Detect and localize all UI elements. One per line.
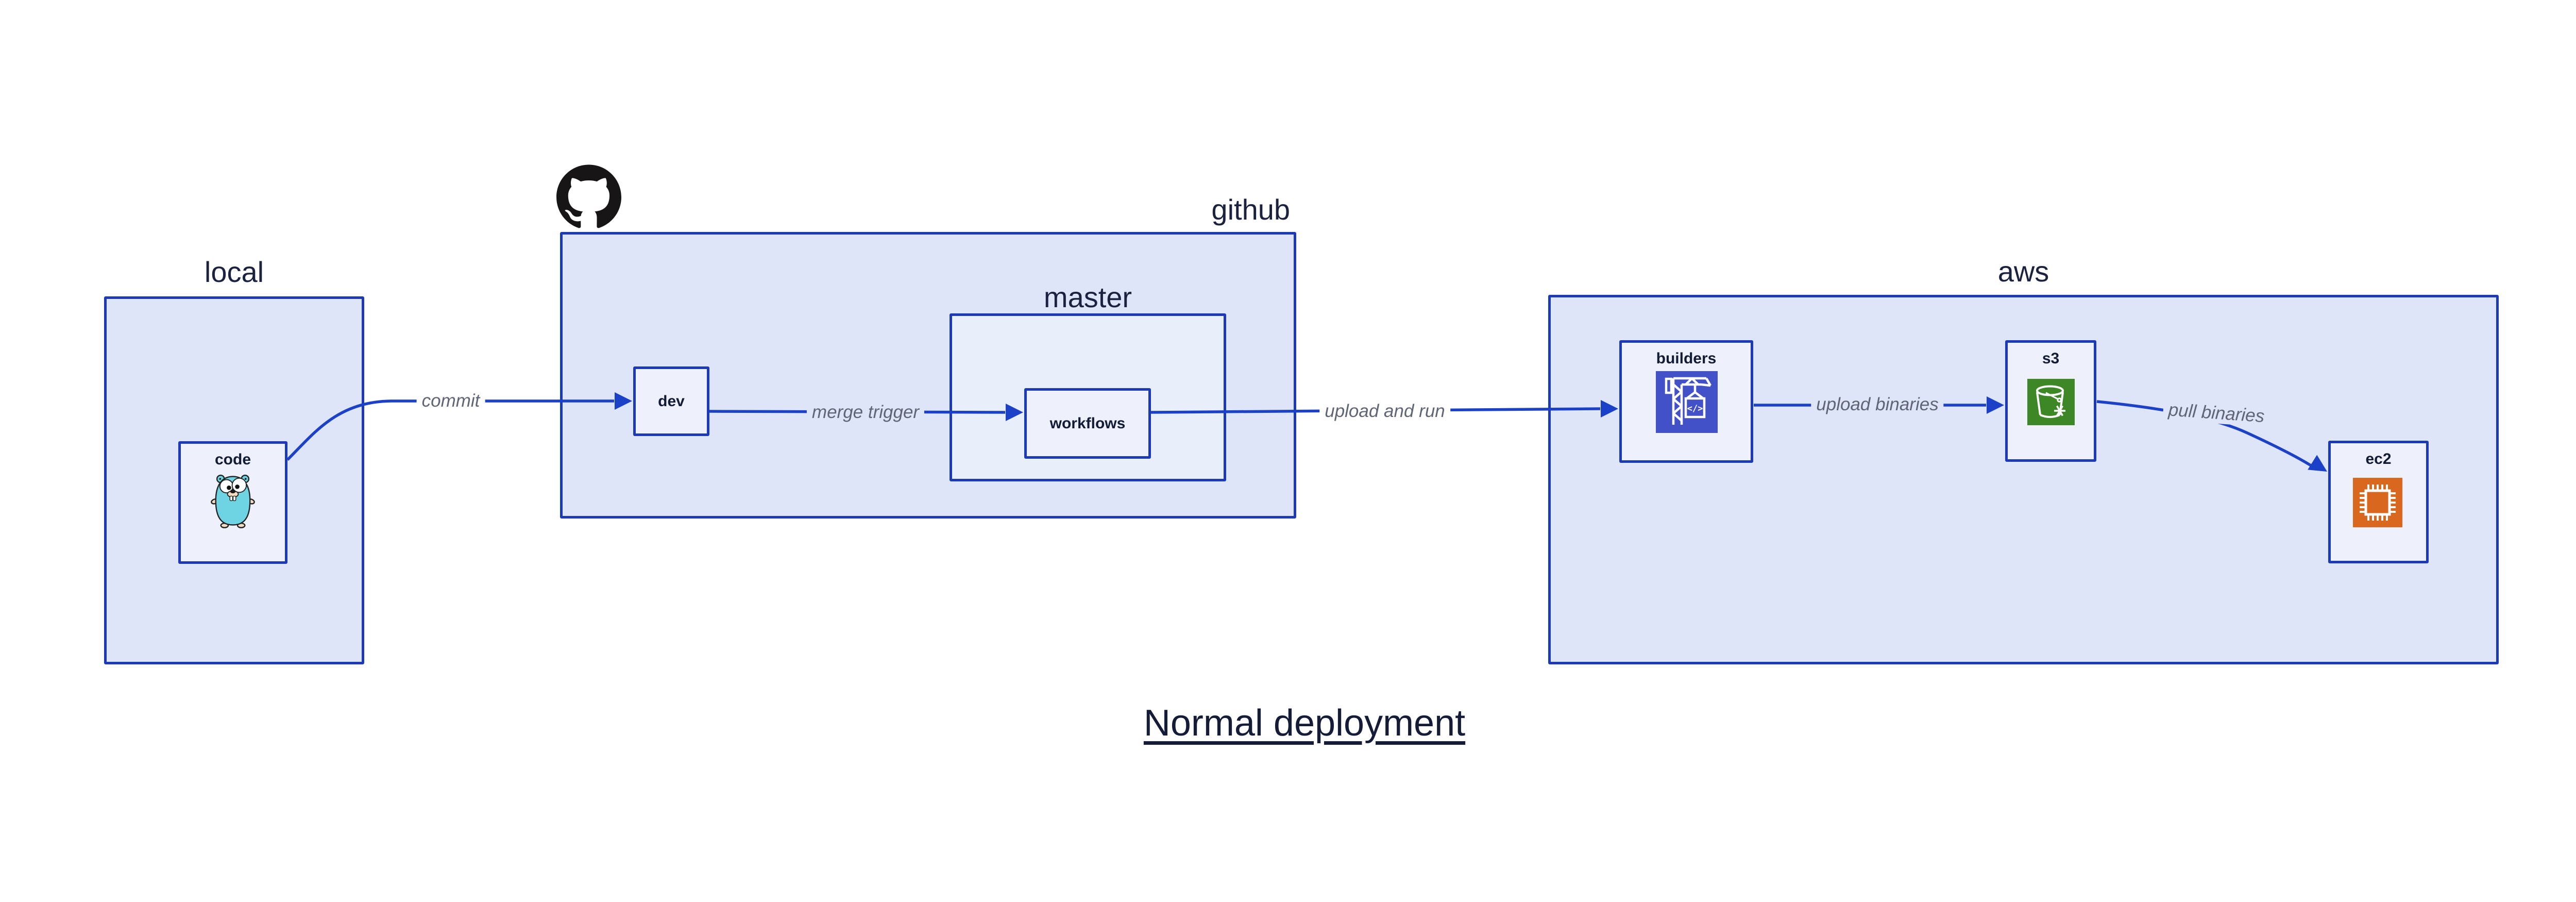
cpu-chip-icon: [2353, 478, 2402, 527]
edge-label-commit: commit: [416, 391, 485, 411]
github-group-label: github: [1211, 193, 1290, 226]
codebuild-crane-icon: </>: [1656, 371, 1718, 433]
dev-branch-node: dev: [633, 366, 709, 436]
workflows-node-label: workflows: [1049, 414, 1126, 432]
go-gopher-icon: [211, 474, 255, 528]
workflows-node: workflows: [1024, 388, 1151, 459]
aws-group-label: aws: [1997, 255, 2049, 288]
dev-node-label: dev: [658, 392, 685, 410]
edge-label-upload-and-run: upload and run: [1319, 401, 1450, 422]
ec2-node-label: ec2: [2365, 450, 2392, 467]
svg-text:</>: </>: [1687, 404, 1703, 414]
edge-label-upload-binaries: upload binaries: [1811, 394, 1944, 415]
s3-bucket-icon: [2027, 379, 2075, 425]
github-octocat-icon: [556, 164, 621, 228]
diagram-title: Normal deployment: [1143, 703, 1466, 744]
local-group-label: local: [204, 256, 264, 288]
s3-node-label: s3: [2042, 350, 2060, 367]
code-node-label: code: [214, 451, 251, 468]
builders-node-label: builders: [1656, 350, 1717, 367]
edge-label-merge-trigger: merge trigger: [806, 402, 925, 423]
master-branch-label: master: [1043, 281, 1132, 313]
